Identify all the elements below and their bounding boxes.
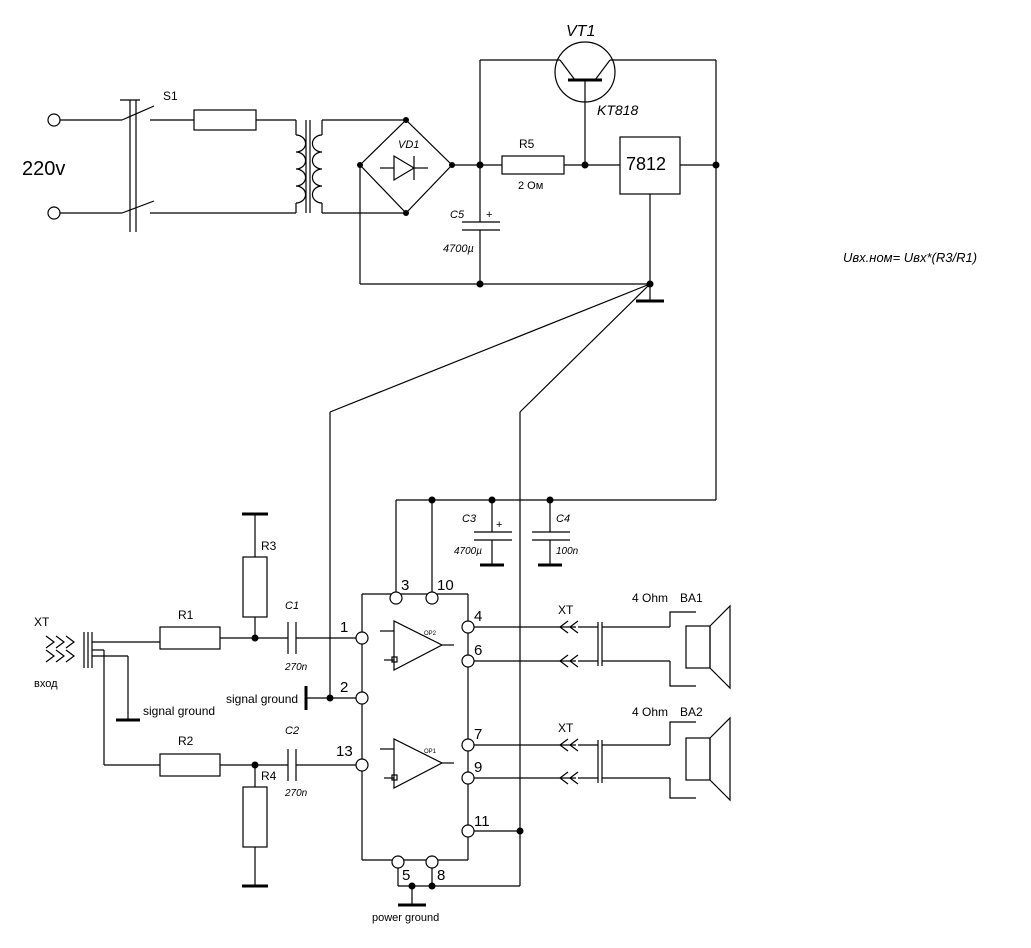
resistor-r4: R4 bbox=[242, 765, 277, 888]
r5-label: R5 bbox=[519, 137, 535, 151]
transistor-vt1: VT1 KT818 bbox=[554, 23, 638, 165]
output-connector-2: XT bbox=[558, 721, 670, 785]
c5-polarity: + bbox=[486, 209, 492, 221]
amplifier-ic: 1 2 13 3 10 4 6 7 9 11 5 8 OP2 OP1 bbox=[336, 577, 490, 884]
resistor-r5: R5 2 Ом bbox=[501, 137, 620, 192]
c5-label: C5 bbox=[450, 209, 465, 221]
spk1-impedance: 4 Ohm bbox=[632, 591, 668, 605]
regulator-label: 7812 bbox=[626, 154, 666, 174]
vt1-model: KT818 bbox=[597, 102, 638, 118]
output-connector-1: XT bbox=[558, 603, 670, 668]
pin-10: 10 bbox=[437, 577, 454, 594]
ground-return-wires bbox=[329, 283, 651, 886]
resistor-r1: R1 bbox=[159, 608, 288, 650]
opamp-top-label: OP2 bbox=[424, 631, 437, 637]
amp-supply-rail bbox=[395, 496, 716, 594]
c4-value: 100n bbox=[556, 546, 579, 557]
pin-3: 3 bbox=[401, 577, 409, 594]
resistor-r2: R2 bbox=[159, 734, 288, 777]
positive-rail bbox=[476, 59, 720, 500]
r5-value: 2 Ом bbox=[518, 180, 543, 192]
r2-label: R2 bbox=[178, 734, 194, 748]
power-ground: power ground bbox=[372, 830, 520, 924]
spk2-impedance: 4 Ohm bbox=[632, 705, 668, 719]
gain-formula: Uвх.ном= Uвх*(R3/R1) bbox=[843, 250, 977, 265]
r1-label: R1 bbox=[178, 608, 194, 622]
capacitor-c3: + C3 4700µ bbox=[454, 500, 512, 567]
pin-6: 6 bbox=[474, 642, 482, 659]
c2-label: C2 bbox=[285, 725, 299, 737]
input-connector: XT вход signal ground bbox=[34, 615, 215, 766]
switch-s1: S1 bbox=[120, 89, 296, 232]
speaker-ba1: 4 Ohm BA1 bbox=[632, 591, 731, 690]
xt1-label: XT bbox=[558, 603, 574, 617]
pin-13: 13 bbox=[336, 743, 353, 760]
pin-11: 11 bbox=[474, 813, 490, 830]
pin-5: 5 bbox=[402, 867, 410, 884]
bridge-label: VD1 bbox=[398, 139, 419, 151]
supply-ground bbox=[360, 280, 664, 303]
spk1-label: BA1 bbox=[680, 591, 703, 605]
c1-value: 270n bbox=[284, 662, 308, 673]
transformer bbox=[295, 119, 406, 214]
regulator-7812: 7812 bbox=[619, 136, 716, 300]
c1-label: C1 bbox=[285, 600, 299, 612]
vt1-label: VT1 bbox=[566, 23, 595, 40]
pin2-signal-ground: signal ground bbox=[226, 640, 356, 710]
resistor-r3: R3 bbox=[242, 512, 277, 638]
xt2-label: XT bbox=[558, 721, 574, 735]
pin-8: 8 bbox=[437, 867, 445, 884]
power-ground-label: power ground bbox=[372, 912, 439, 924]
c4-label: C4 bbox=[556, 513, 570, 525]
fuse bbox=[193, 109, 296, 131]
capacitor-c5: + C5 4700µ bbox=[443, 165, 500, 284]
input-connector-caption: вход bbox=[34, 678, 58, 690]
capacitor-c4: C4 100n bbox=[532, 500, 579, 567]
bridge-rectifier-vd1: VD1 bbox=[357, 117, 480, 284]
mains-voltage-label: 220v bbox=[22, 158, 65, 180]
r3-label: R3 bbox=[261, 539, 277, 553]
capacitor-c2: C2 270n bbox=[284, 725, 356, 799]
pin-7: 7 bbox=[474, 726, 482, 743]
c2-value: 270n bbox=[284, 788, 308, 799]
spk2-label: BA2 bbox=[680, 705, 703, 719]
pin-1: 1 bbox=[340, 619, 348, 636]
input-signal-ground-label: signal ground bbox=[143, 704, 215, 718]
c3-polarity: + bbox=[496, 519, 502, 531]
c5-value: 4700µ bbox=[443, 243, 474, 255]
output-wires bbox=[474, 626, 576, 779]
amp-signal-ground-label: signal ground bbox=[226, 692, 298, 706]
switch-label: S1 bbox=[163, 89, 178, 103]
speaker-ba2: 4 Ohm BA2 bbox=[632, 705, 731, 802]
r4-label: R4 bbox=[261, 769, 277, 783]
mains-input: 220v bbox=[22, 113, 122, 220]
pin-9: 9 bbox=[474, 759, 482, 776]
pin-2: 2 bbox=[340, 679, 348, 696]
pin-4: 4 bbox=[474, 608, 482, 625]
c3-value: 4700µ bbox=[454, 546, 482, 557]
opamp-bottom-label: OP1 bbox=[424, 749, 437, 755]
capacitor-c1: C1 270n bbox=[284, 600, 356, 673]
c3-label: C3 bbox=[462, 513, 477, 525]
input-connector-label: XT bbox=[34, 615, 50, 629]
